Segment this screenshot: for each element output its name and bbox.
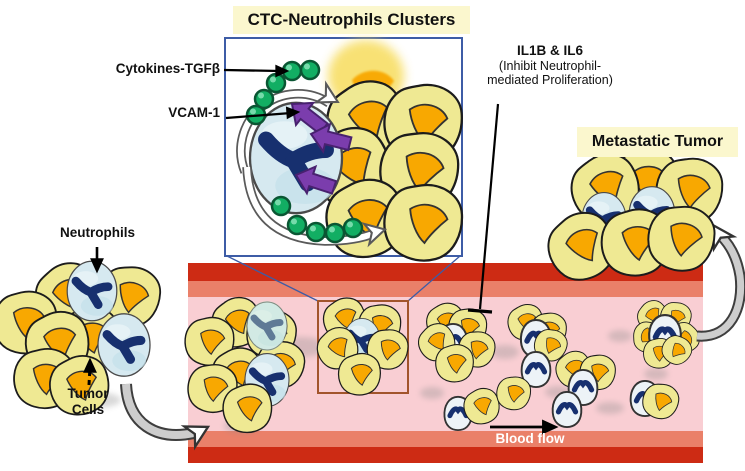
tumor-cells-label-arrow	[83, 358, 97, 386]
vcam1-label: VCAM-1	[168, 105, 220, 120]
cytokine-dot	[270, 195, 292, 217]
circulating-ctc-cluster-large	[180, 292, 312, 434]
vcam-label-arrow	[225, 105, 300, 120]
blood-flow-label: Blood flow	[495, 431, 565, 446]
cytokine-dot	[324, 222, 346, 244]
il1b-il6-sub1: (Inhibit Neutrophil-	[498, 58, 602, 73]
il1b-il6-label: IL1B & IL6 (Inhibit Neutrophil- mediated…	[462, 43, 638, 88]
blood-flow-arrow	[490, 419, 558, 435]
figure-title: CTC-Neutrophils Clusters	[233, 6, 470, 34]
cytokine-dot	[286, 214, 308, 236]
cytokines-label-arrow	[223, 64, 289, 78]
neutrophil-cell	[98, 314, 150, 376]
cytokine-dot	[305, 221, 327, 243]
ctc-cluster-zoom-content	[236, 40, 471, 270]
tumor-cells-label: Tumor Cells	[67, 386, 109, 417]
cytokine-dot	[299, 59, 321, 81]
il1b-il6-title: IL1B & IL6	[516, 43, 583, 58]
cytokine-dot	[342, 217, 364, 239]
callout-line-right	[407, 255, 461, 302]
vessel-entry-arrow	[120, 383, 215, 448]
metastatic-tumor-label: Metastatic Tumor	[577, 127, 738, 157]
cytokines-tgfb-label: Cytokines-TGFβ	[115, 61, 220, 76]
tumor-cell	[222, 383, 273, 434]
callout-line-left	[226, 255, 319, 302]
neutrophil-cell	[553, 392, 582, 427]
neutrophils-label: Neutrophils	[59, 225, 135, 240]
vessel-exit-arrow	[696, 217, 745, 342]
neutrophils-label-arrow	[90, 247, 104, 273]
neutrophil-cell	[67, 261, 117, 321]
inhibition-t-bar	[467, 103, 500, 314]
il1b-il6-sub2: mediated Proliferation)	[487, 73, 613, 87]
